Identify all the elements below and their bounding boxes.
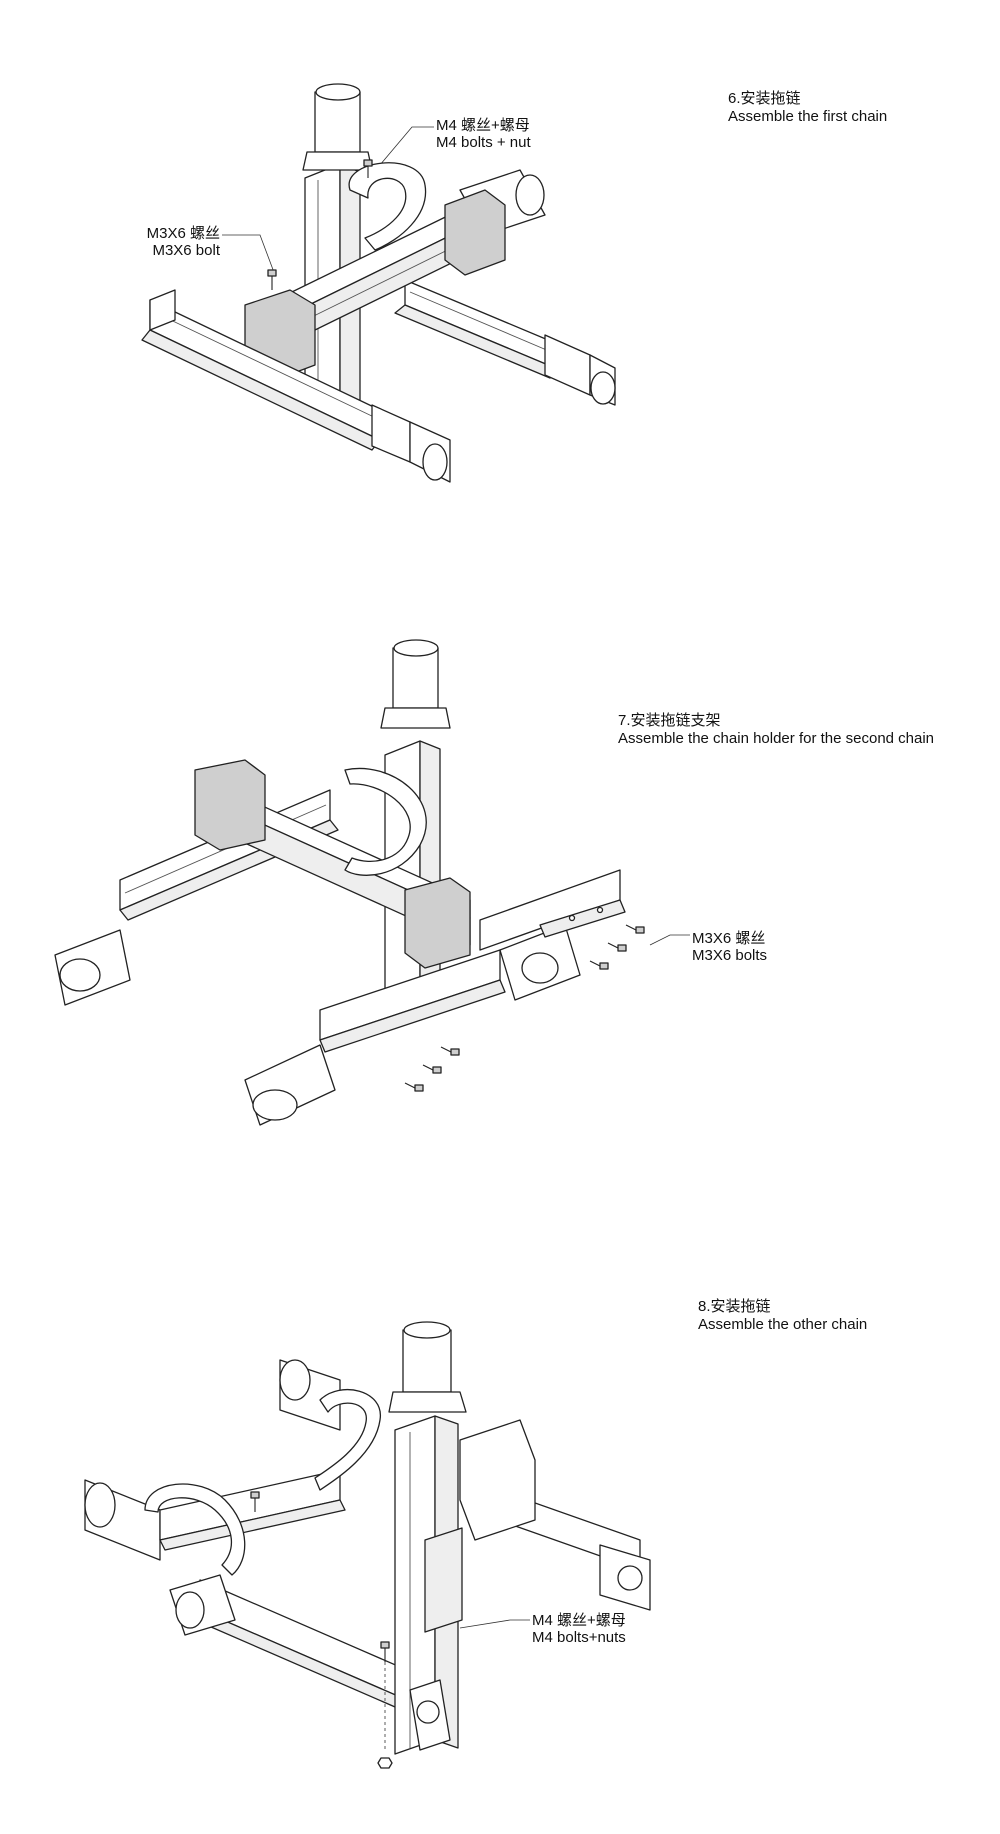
step-8-title: 8.安装拖链 Assemble the other chain bbox=[698, 1298, 867, 1334]
bolt-m4-left bbox=[250, 1491, 260, 1512]
step-7-title: 7.安装拖链支架 Assemble the chain holder for t… bbox=[618, 712, 934, 748]
step-8-title-en: Assemble the other chain bbox=[698, 1316, 868, 1333]
step-6-callout-m3: M3X6 螺丝 M3X6 bolt bbox=[146, 225, 220, 259]
step-6-callout-m4: M4 螺丝+螺母 M4 bolts + nut bbox=[436, 117, 531, 151]
carriage-block-right bbox=[404, 877, 471, 969]
step-7-title-zh: 7.安装拖链支架 bbox=[618, 712, 721, 729]
step-6-assembly-drawing bbox=[141, 83, 616, 483]
step-6-title-zh: 6.安装拖链 bbox=[728, 90, 801, 107]
step-8-assembly-drawing bbox=[84, 1321, 651, 1769]
carriage-block-left bbox=[194, 759, 266, 851]
top-motor bbox=[392, 647, 439, 709]
bolt-m3x6 bbox=[267, 269, 277, 290]
bolt-m4-front bbox=[380, 1641, 390, 1750]
top-motor bbox=[402, 1329, 452, 1393]
drag-chain-1 bbox=[348, 162, 427, 251]
nut-m4 bbox=[377, 1757, 393, 1769]
top-motor bbox=[314, 91, 361, 153]
right-carriage bbox=[459, 1419, 536, 1541]
step-6-title-en: Assemble the first chain bbox=[728, 108, 888, 125]
step-7-assembly-drawing bbox=[54, 639, 690, 1126]
carriage-block-right bbox=[444, 189, 506, 276]
drag-chain-1 bbox=[344, 767, 427, 876]
drag-chain-1 bbox=[314, 1388, 381, 1491]
vertical-slider-plate bbox=[424, 1527, 463, 1633]
drag-chain-2 bbox=[144, 1483, 246, 1576]
step-7-title-en: Assemble the chain holder for the second… bbox=[618, 730, 935, 747]
step-7-callout-m3: M3X6 螺丝 M3X6 bolts bbox=[692, 930, 768, 964]
bolts-m3x6 bbox=[404, 924, 645, 1092]
step-8-title-zh: 8.安装拖链 bbox=[698, 1298, 771, 1315]
step-6-title: 6.安装拖链 Assemble the first chain bbox=[728, 90, 887, 126]
bolt-m4 bbox=[363, 159, 373, 178]
front-left-motor bbox=[371, 404, 411, 463]
step-8-callout-m4: M4 螺丝+螺母 M4 bolts+nuts bbox=[532, 1612, 626, 1646]
rear-right-motor bbox=[544, 334, 591, 396]
chain-holder-plate bbox=[539, 899, 626, 938]
